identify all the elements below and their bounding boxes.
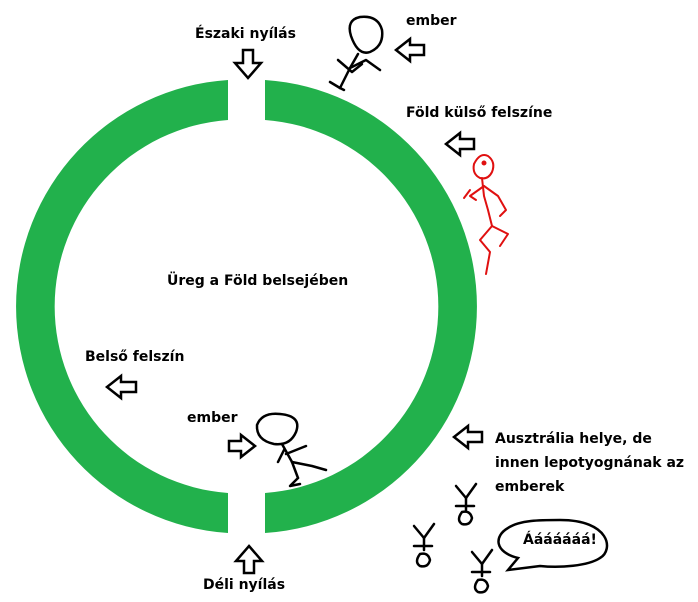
arrow-right-icon xyxy=(227,432,258,460)
stick-figure-icon xyxy=(412,522,436,568)
arrow-left-icon xyxy=(451,423,484,451)
earth-ring-left-half xyxy=(16,80,228,533)
man-label-top: ember xyxy=(406,13,457,29)
cavity-label: Üreg a Föld belsejében xyxy=(167,273,349,289)
stick-figure-icon xyxy=(463,154,509,275)
earth-ring-right-half xyxy=(265,80,477,533)
speech-bubble xyxy=(497,518,609,572)
stick-figure-icon xyxy=(470,548,494,594)
stick-figure-icon xyxy=(454,482,478,526)
australia-note-line-1: Ausztrália helye, de xyxy=(495,431,652,447)
australia-note-line-3: emberek xyxy=(495,479,565,495)
arrow-down-icon xyxy=(232,48,264,80)
arrow-up-icon xyxy=(233,544,265,575)
australia-note-line-2: innen lepotyognának az xyxy=(495,455,685,471)
north-opening-label: Északi nyílás xyxy=(195,26,296,42)
arrow-left-icon xyxy=(393,36,426,64)
outer-surface-label: Föld külső felszíne xyxy=(406,105,553,121)
inner-surface-label: Belső felszín xyxy=(85,349,185,365)
earth-ring xyxy=(16,80,477,533)
stick-figure-icon xyxy=(255,412,328,488)
arrow-left-icon xyxy=(104,373,138,401)
man-label-inner: ember xyxy=(187,410,238,426)
scream-text: Ááááááá! xyxy=(523,532,597,548)
australia-note: Ausztrália helye, de innen lepotyognának… xyxy=(495,427,695,499)
south-opening-label: Déli nyílás xyxy=(203,577,286,593)
stick-figure-icon xyxy=(328,15,384,92)
arrow-left-icon xyxy=(443,130,476,158)
